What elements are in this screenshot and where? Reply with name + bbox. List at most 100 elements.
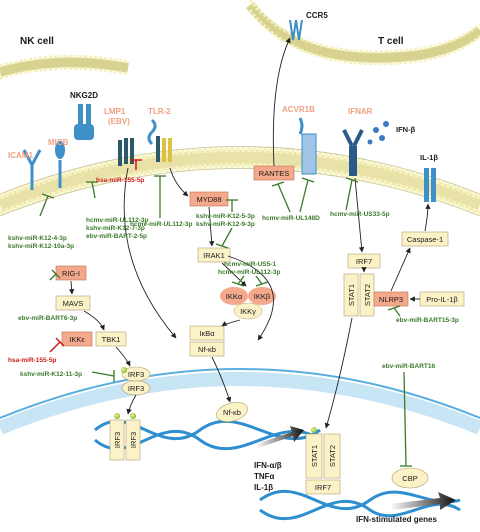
irak1-label: IRAK1 [203, 251, 225, 260]
nlrp3-box [373, 291, 409, 307]
genes-arrow-icon [390, 492, 456, 510]
activation-arrows [68, 37, 431, 429]
mavs-box [55, 295, 91, 311]
mirna-g1-l1: hcmv-miR-UL112-3p [86, 217, 149, 224]
arrow-icon [227, 255, 274, 341]
inhibition-icon [299, 179, 309, 213]
tlr2-label: TLR-2 [148, 107, 171, 116]
arrow-icon [83, 310, 105, 331]
il1b-label: IL-1β [420, 153, 438, 162]
mirna-g1-l3: ebv-miR-BART-2-5p [86, 233, 147, 240]
mirna-ul112-b: hcmv-miR-UL112-3p [130, 221, 193, 228]
arrow-icon [123, 167, 177, 339]
ebv-label: (EBV) [108, 117, 130, 126]
nkg2d-label: NKG2D [70, 91, 98, 100]
arrow-icon [324, 317, 353, 429]
ikka-label: IKKα [226, 292, 243, 301]
icam1-label: ICAM1 [8, 151, 33, 160]
phosphate-icon [121, 367, 127, 373]
mirna-k11: kshv-miR-K12-11-3p [20, 371, 82, 378]
arrow-icon [126, 394, 137, 415]
inhibition-icon [49, 341, 61, 353]
ikk-complex: IKKα IKKβ IKKγ [220, 287, 276, 320]
caspase1-label: Caspase-1 [407, 235, 443, 244]
rigi-label: RIG-I [62, 269, 80, 278]
ikke-label: IKKε [69, 335, 85, 344]
arrow-icon [221, 319, 241, 327]
inhibition-icon [39, 195, 49, 217]
nucleus-envelope [0, 368, 480, 435]
rigi-box [55, 265, 87, 281]
inhibition-icon [345, 179, 353, 211]
irf3-n2-label: IRF3 [129, 432, 138, 448]
arrow-icon [208, 206, 215, 247]
irf3-n1-label: IRF3 [113, 432, 122, 448]
mirna-us5-l2: hcmv-miR-UL112-3p [218, 269, 281, 276]
icam1-receptor-icon [22, 149, 42, 190]
mirna-myd-l2: kshv-miR-K12-9-3p [196, 221, 255, 228]
tlr2-receptor-icon [147, 118, 172, 162]
output-ifn-ab: IFN-α/β [254, 461, 282, 470]
arrow-icon [221, 262, 247, 287]
tbk1-box [95, 331, 127, 347]
stat1-label: STAT1 [347, 284, 356, 306]
ikke-box [61, 331, 93, 347]
t-cell-label: T cell [378, 36, 404, 47]
red-inhibition-lines [49, 159, 142, 353]
myd88-label: MYD88 [196, 195, 221, 204]
phosphate-icon [114, 413, 120, 419]
irf3-nucleus: IRF3 IRF3 [109, 413, 141, 461]
arrow-icon [424, 203, 431, 232]
ifnar-receptor-icon [342, 129, 364, 176]
t-cell-membrane [246, 0, 480, 66]
arrow-icon [211, 356, 232, 403]
cell-membrane [0, 146, 480, 217]
ikba-label: IκBα [199, 329, 215, 338]
arrow-icon [272, 37, 291, 167]
mirna-g2-l1: kshv-miR-K12-4-3p [8, 235, 67, 242]
ikkb-label: IKKβ [254, 292, 271, 301]
micb-label: MICB [48, 138, 69, 147]
ccr5-label: CCR5 [306, 11, 328, 20]
arrow-icon [354, 177, 365, 253]
inhibition-icon [221, 227, 233, 247]
irf7-n-label: IRF7 [315, 483, 331, 492]
inhibition-icon [91, 371, 115, 377]
inhibition-icon [237, 275, 245, 285]
ifnar-label: IFNAR [348, 107, 373, 116]
output-genes: IFN-stimulated genes [356, 515, 437, 524]
arrow-icon [390, 247, 411, 292]
lmp1-label: LMP1 [104, 107, 126, 116]
inhibition-icon [393, 307, 401, 317]
mirna-bart16: ebv-miR-BART16 [382, 363, 435, 370]
nk-cell-label: NK cell [20, 36, 54, 47]
myd88-box [189, 191, 229, 207]
mirna-hsa155-a: hsa-miR-155-5p [96, 177, 144, 184]
output-tnfa: TNFα [254, 472, 275, 481]
mirna-bart6: ebv-miR-BART6-3p [18, 315, 77, 322]
mirna-myd-l1: kshv-miR-K12-5-3p [196, 213, 255, 220]
micb-receptor-icon [55, 141, 65, 188]
mirna-ul148d: hcmv-miR-UL148D [262, 215, 320, 222]
lmp1-receptor-icon [118, 138, 134, 166]
mirna-bart15: ebv-miR-BART15-3p [396, 317, 459, 324]
arrow-icon [115, 346, 131, 367]
nfkb-nucleus-icon: Nf-κb [216, 402, 248, 422]
output-arrow-icon [256, 426, 304, 448]
mirna-hsa155-b: hsa-miR-155-5p [8, 357, 56, 364]
ifn-beta-molecules-icon [367, 121, 389, 145]
inhibition-icon [255, 275, 263, 285]
nk-cell-membrane [0, 54, 129, 80]
ifn-beta-label: IFN-β [396, 125, 416, 134]
ikkg-label: IKKγ [240, 307, 256, 316]
inhibition-icon [91, 181, 96, 199]
inhibition-icon [277, 183, 291, 213]
mavs-label: MAVS [63, 299, 84, 308]
acvr1b-receptor-icon [298, 117, 317, 175]
ikba-nfkb-complex: IκBα Nf-κb [189, 325, 225, 357]
tbk1-label: TBK1 [102, 335, 121, 344]
irf3-dimer: IRF3 IRF3 [121, 366, 151, 396]
mirna-us33: hcmv-miR-US33-5p [330, 211, 390, 218]
irf7-label: IRF7 [356, 257, 372, 266]
